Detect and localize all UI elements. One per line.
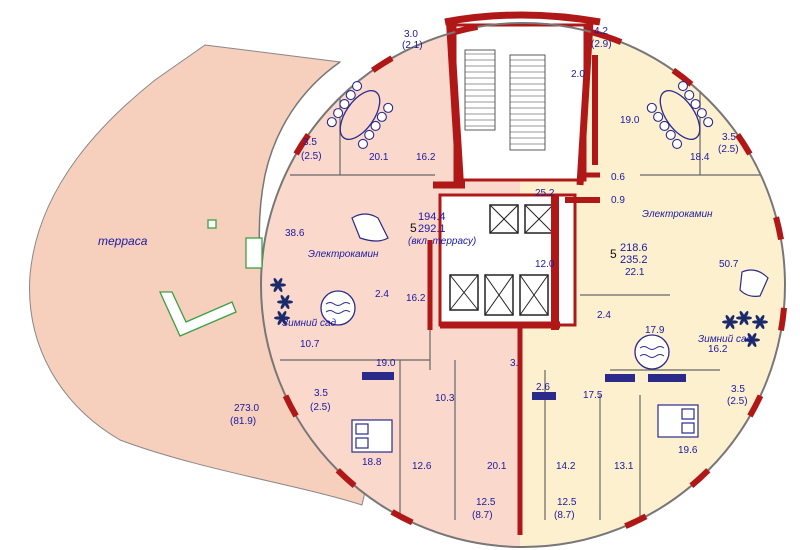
room-area-r-2-5b: (2.5) [727,396,748,407]
room-area-r-0-6: 0.6 [611,172,625,183]
room-area-r-17-9: 17.9 [645,325,665,336]
room-area-r-2-9: (2.9) [591,39,612,50]
room-area-l-19-0: 19.0 [376,358,396,369]
room-area-l-12-5: 12.5 [476,497,496,508]
room-area-l-3-0: 3.0 [404,29,418,40]
room-area-l-18-8: 18.8 [362,457,382,468]
room-area-r-8-7: (8.7) [554,510,575,521]
right-unit-area-total: 235.2 [620,254,648,266]
garden-tub-left [320,290,356,326]
room-area-r-19-0: 19.0 [620,115,640,126]
terrace-furniture [158,219,263,337]
left-unit-area-total: 292.1 [418,223,446,235]
room-area-l-20-1: 20.1 [369,152,389,163]
room-area-r-12-5: 12.5 [557,497,577,508]
terrace-area: 273.0 [234,403,259,414]
room-area-r-17-5: 17.5 [583,390,603,401]
room-area-l-2-5a: (2.5) [301,151,322,162]
left-unit-number: 5 [410,221,417,235]
piano-right [739,269,769,297]
terrace-area-reduced: (81.9) [230,416,256,427]
room-area-l-10-3: 10.3 [435,393,455,404]
room-area-l-10-7: 10.7 [300,339,320,350]
room-area-l-2-4: 2.4 [375,289,389,300]
room-area-r-3-5b: 3.5 [731,384,745,395]
window-segments [282,24,787,529]
room-area-r-2-0: 2.0 [571,69,585,80]
garden-tub-right [634,334,670,370]
room-area-l-38-6: 38.6 [285,228,305,239]
room-area-l-16-2a: 16.2 [416,152,436,163]
room-area-l-3-5b: 3.5 [314,388,328,399]
room-area-r-16-2: 16.2 [708,344,728,355]
room-area-r-18-4: 18.4 [690,152,710,163]
structural-walls [427,11,601,535]
room-area-r-2-4: 2.4 [597,310,611,321]
bed-right [657,404,699,438]
room-area-r-19-6: 19.6 [678,445,698,456]
room-area-r-3-5a: 3.5 [722,132,736,143]
right-winter-garden-label: Зимний сад [698,334,753,345]
room-area-r-13-1: 13.1 [614,461,634,472]
left-unit-note: (вкл. террасу) [408,236,476,247]
room-area-r-4-2: 4.2 [594,26,608,37]
right-fireplace-label: Электрокамин [642,209,713,220]
room-area-r-2-6: 2.6 [536,382,550,393]
room-area-c-12-0: 12.0 [535,259,555,270]
room-area-l-12-6: 12.6 [412,461,432,472]
left-unit-area-living: 194.4 [418,211,446,223]
room-area-l-20-1b: 20.1 [487,461,507,472]
sofa-strips [362,372,686,400]
stair-core [453,23,587,182]
right-unit-number: 5 [610,247,617,261]
room-area-l-2-1: (2.1) [402,40,423,51]
piano-left [351,213,389,242]
room-area-c-25-2: 25.2 [535,188,555,199]
right-unit-area-living: 218.6 [620,242,648,254]
left-winter-garden-label: Зимний сад [282,318,337,329]
room-area-l-16-2b: 16.2 [406,293,426,304]
room-area-r-22-1: 22.1 [625,267,645,278]
building-outline [260,22,786,548]
room-area-l-3-5a: 3.5 [303,137,317,148]
terrace-label: терраса [98,234,148,248]
room-area-r-2-5a: (2.5) [718,144,739,155]
room-area-r-50-7: 50.7 [719,259,739,270]
room-area-l-8-7: (8.7) [472,510,493,521]
bed-left [351,419,393,453]
left-fireplace-label: Электрокамин [308,249,379,260]
room-area-r-0-9: 0.9 [611,195,625,206]
room-area-r-14-2: 14.2 [556,461,576,472]
room-area-l-2-5b: (2.5) [310,402,331,413]
room-area-l-3-8: 3. [510,358,518,369]
